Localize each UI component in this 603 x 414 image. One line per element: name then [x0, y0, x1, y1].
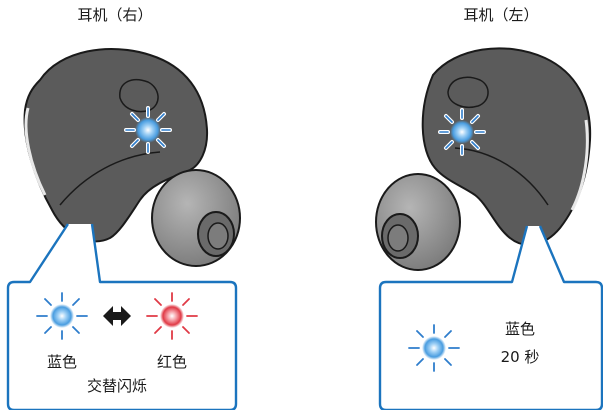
double-arrow-icon	[103, 306, 131, 326]
right-callout	[6, 223, 238, 412]
left-earbud-body	[421, 47, 592, 246]
led-blue-icon	[36, 292, 88, 340]
red-label: 红色	[156, 353, 187, 371]
alternate-flash-label: 交替闪烁	[86, 377, 147, 395]
right-earbud-illustration	[23, 48, 241, 267]
left-earbud-illustration	[375, 47, 592, 271]
duration-label: 20 秒	[500, 348, 540, 366]
blue-label: 蓝色	[46, 353, 77, 371]
led-blue-icon	[408, 324, 460, 372]
right-ear-tip	[151, 169, 241, 267]
led-blue-icon	[438, 108, 486, 156]
left-color-label: 蓝色	[504, 320, 535, 338]
led-red-icon	[146, 292, 198, 340]
left-earbud-title: 耳机（左）	[463, 6, 539, 24]
left-ear-tip	[375, 173, 461, 271]
led-blue-icon	[124, 106, 172, 154]
right-earbud-title: 耳机（右）	[77, 6, 153, 24]
